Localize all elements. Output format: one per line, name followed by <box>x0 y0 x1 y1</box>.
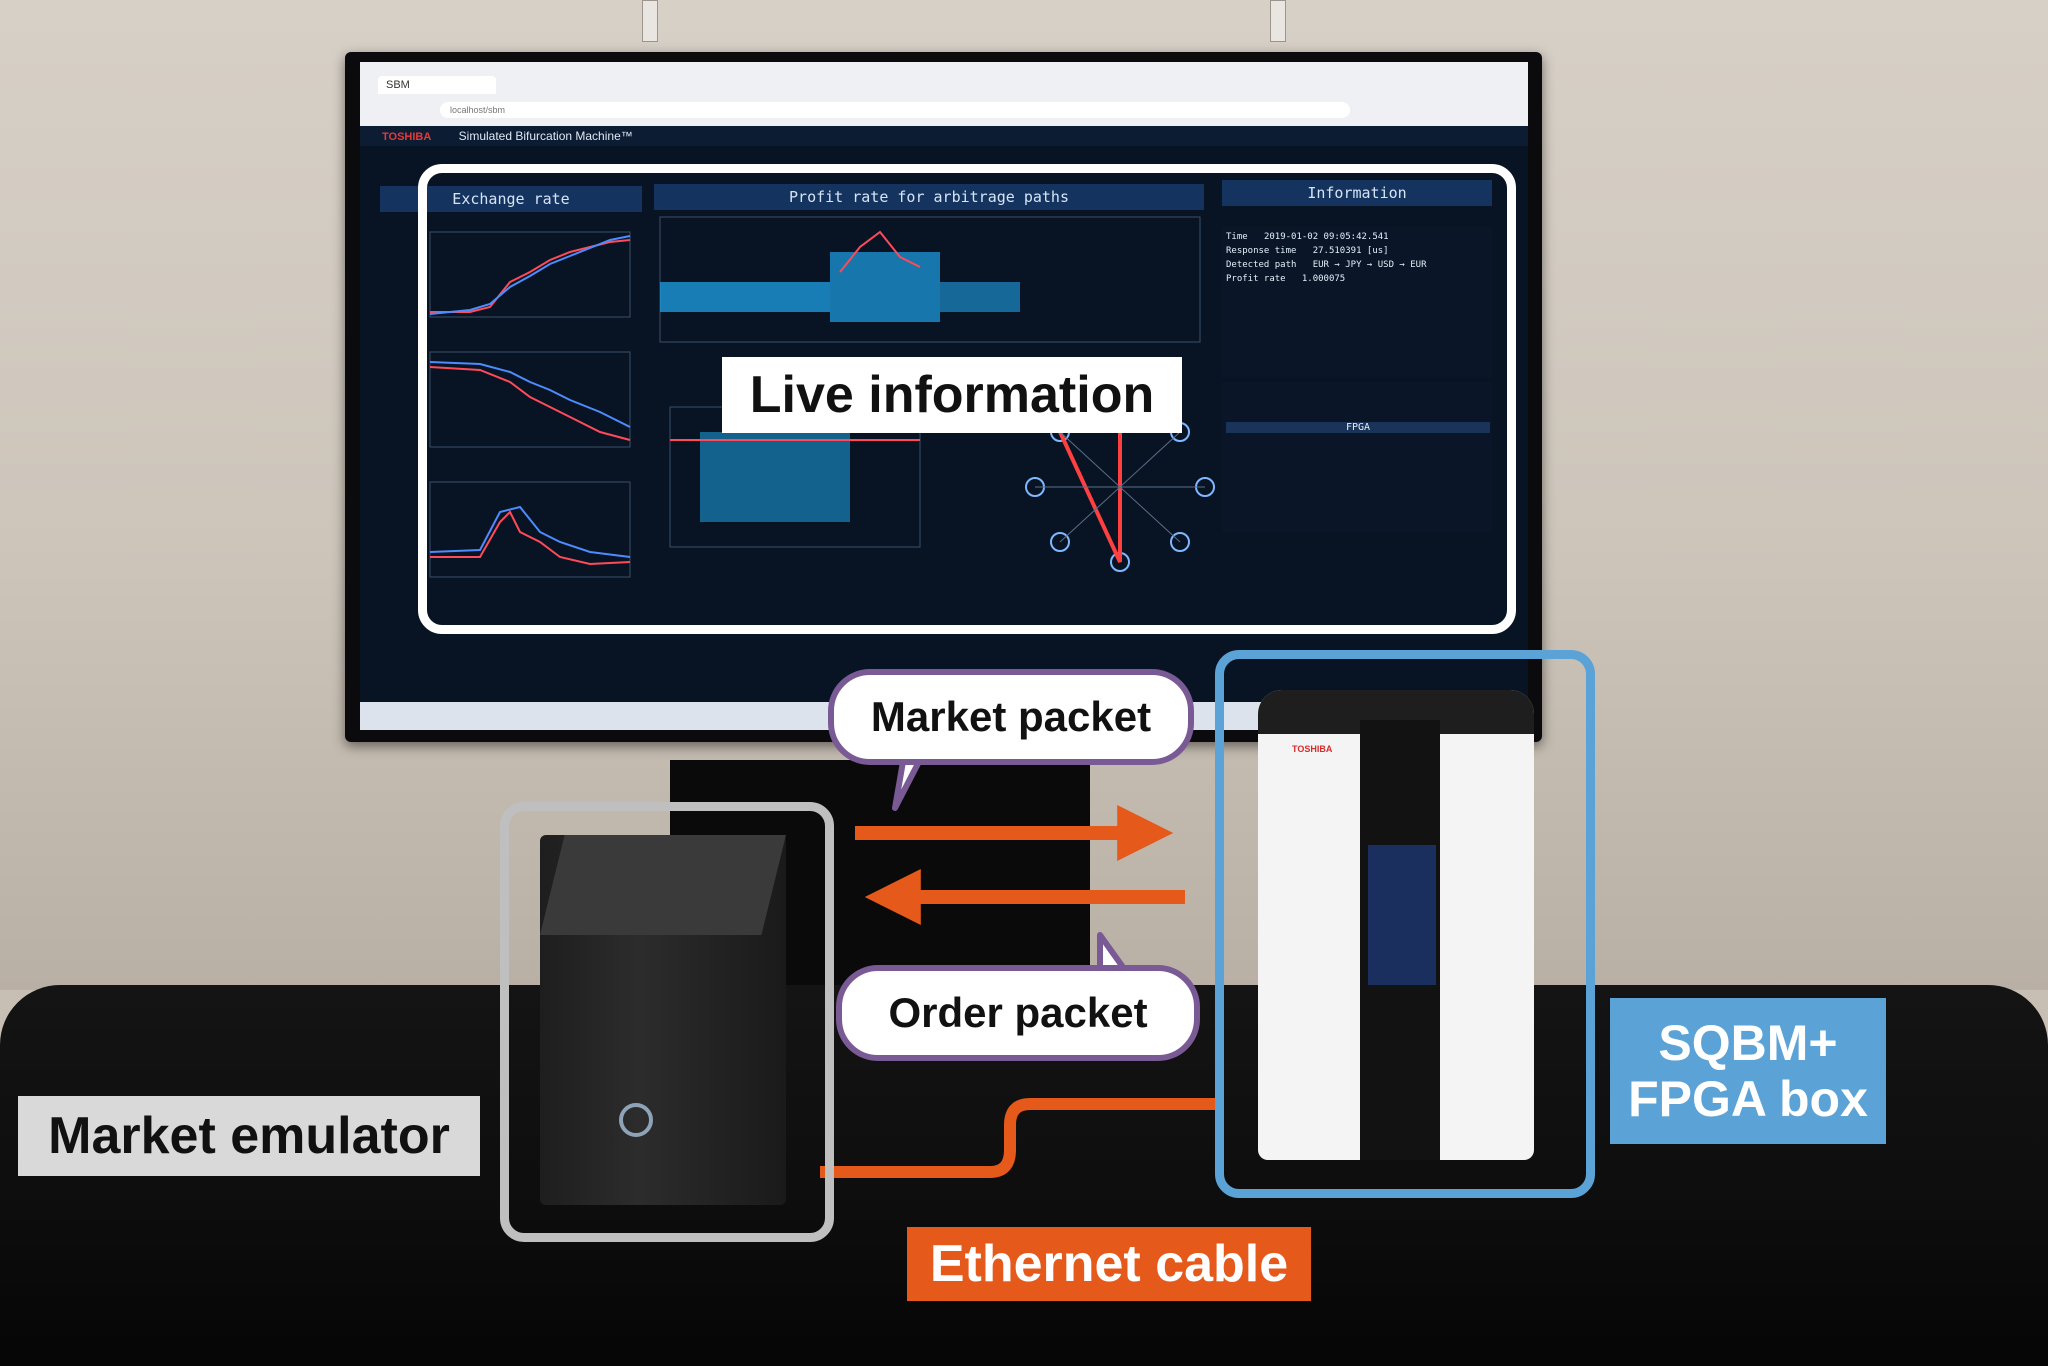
info-label: Detected path <box>1226 260 1297 270</box>
fpga-panel-header: FPGA <box>1226 422 1490 433</box>
browser-tab: SBM <box>378 76 496 94</box>
info-row: Profit rate 1.000075 <box>1226 272 1490 286</box>
sqbm-label-line2: FPGA box <box>1628 1071 1868 1127</box>
lower-profit-chart <box>669 406 921 548</box>
fpga-box-front-panel <box>1368 845 1436 985</box>
sqbm-label-line1: SQBM+ <box>1658 1015 1838 1071</box>
exchange-rate-chart-2 <box>429 351 631 448</box>
info-row: Time 2019-01-02 09:05:42.541 <box>1226 230 1490 244</box>
info-row: Response time 27.510391 [us] <box>1226 244 1490 258</box>
panel-information-header: Information <box>1222 180 1492 206</box>
info-label: Time <box>1226 232 1248 242</box>
market-packet-bubble: Market packet <box>828 669 1194 765</box>
panel-profit-rate-header: Profit rate for arbitrage paths <box>654 184 1204 210</box>
screen-charts <box>429 216 1492 578</box>
info-label: Response time <box>1226 246 1297 256</box>
app-brand: TOSHIBA <box>382 131 432 143</box>
info-value: 1.000075 <box>1301 274 1346 284</box>
exchange-rate-chart-3 <box>429 481 631 578</box>
information-list: Time 2019-01-02 09:05:42.541 Response ti… <box>1226 230 1490 286</box>
info-label: Profit rate <box>1226 274 1286 284</box>
ethernet-cable-label: Ethernet cable <box>907 1227 1311 1301</box>
live-information-label: Live information <box>722 357 1182 433</box>
info-value: 2019-01-02 09:05:42.541 <box>1263 232 1389 242</box>
power-button-icon <box>619 1103 653 1137</box>
exchange-rate-chart-1 <box>429 231 631 318</box>
sqbm-fpga-label: SQBM+ FPGA box <box>1610 998 1886 1144</box>
wall-pillar-left <box>642 0 658 42</box>
information-text <box>1222 227 1492 532</box>
app-header: TOSHIBA Simulated Bifurcation Machine™ <box>360 126 1528 146</box>
info-row: Detected path EUR → JPY → USD → EUR <box>1226 258 1490 272</box>
market-emulator-label: Market emulator <box>18 1096 480 1176</box>
market-emulator-top <box>540 835 786 935</box>
fpga-box-logo: TOSHIBA <box>1292 744 1333 754</box>
profit-rate-chart <box>659 216 1201 343</box>
wall-pillar-right <box>1270 0 1286 42</box>
market-emulator-highlight <box>500 802 834 1242</box>
info-value: EUR → JPY → USD → EUR <box>1312 260 1427 270</box>
browser-bar: SBM localhost/sbm <box>360 62 1528 126</box>
fpga-box-highlight <box>1215 650 1595 1198</box>
ethernet-cable-line <box>820 1098 1216 1178</box>
live-information-highlight <box>418 164 1516 634</box>
browser-url-bar: localhost/sbm <box>440 102 1350 118</box>
info-value: 27.510391 [us] <box>1312 246 1389 256</box>
order-packet-bubble: Order packet <box>836 965 1200 1061</box>
app-title: Simulated Bifurcation Machine™ <box>458 129 633 143</box>
